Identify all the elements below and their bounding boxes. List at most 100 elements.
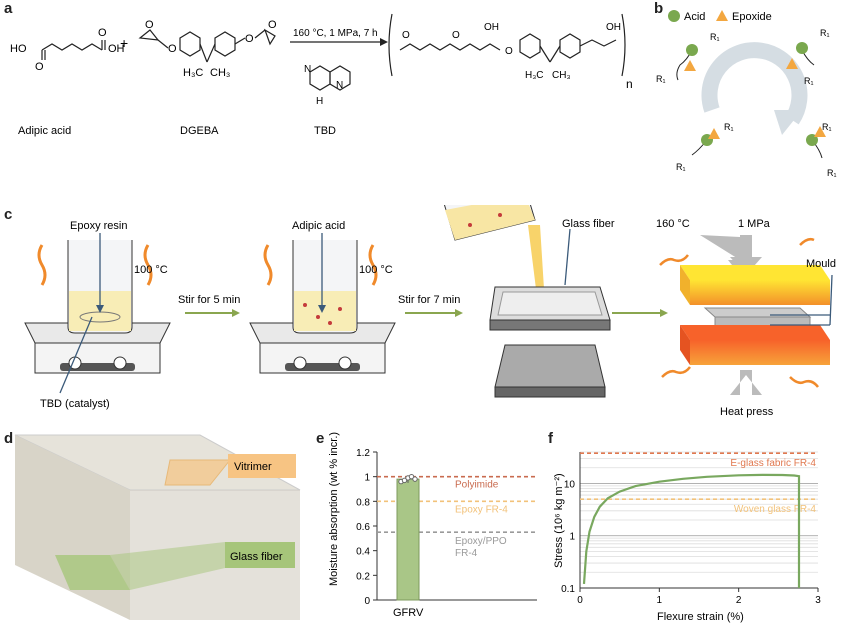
r1-label: R₁ — [804, 76, 814, 86]
label-tbd-catalyst: TBD (catalyst) — [40, 398, 110, 410]
reference-label: E-glass fabric FR-4 — [730, 458, 816, 469]
r1-label: R₁ — [676, 162, 686, 172]
exchange-cycle-diagram: Acid Epoxide R₁ R₁ R₁ R₁ R₁ R₁ R₁ R₁ — [656, 10, 837, 178]
y-tick-label: 10 — [564, 479, 576, 490]
series-line — [582, 473, 801, 588]
r1-label: R₁ — [827, 168, 837, 178]
atom-n-2: N — [336, 80, 343, 91]
acid-icon — [796, 42, 808, 54]
y-axis-label: Stress (10⁶ kg m⁻²) — [553, 473, 565, 568]
y-tick-label: 0.6 — [356, 522, 370, 533]
label-tbd: TBD — [314, 125, 336, 137]
bar — [396, 478, 420, 601]
r1-label: R₁ — [656, 74, 666, 84]
x-tick-label: 3 — [815, 595, 821, 606]
reaction-scheme: HO O O OH + O O H₃C CH₃ O O 160 °C, 1 MP… — [10, 13, 633, 137]
label-adipic-acid: Adipic acid — [18, 125, 71, 137]
atom-h3c: H₃C — [183, 67, 203, 79]
reference-label: Epoxy/PPO — [455, 536, 507, 547]
atom-oh: OH — [108, 43, 125, 55]
atom-ch3-2: CH₃ — [552, 70, 571, 81]
y-tick-label: 0.1 — [561, 584, 575, 595]
r1-label: R₁ — [724, 122, 734, 132]
r1-label: R₁ — [710, 32, 720, 42]
panel-label-e: e — [316, 430, 325, 447]
repeat-n: n — [626, 77, 633, 91]
y-tick-label: 1.2 — [356, 448, 370, 459]
label-heat-press: Heat press — [720, 406, 774, 418]
laminate-diagram: Vitrimer Glass fiber — [14, 434, 301, 620]
atom-oh-2: OH — [484, 22, 499, 33]
label-press-pressure: 1 MPa — [738, 218, 771, 230]
label-press-temp: 160 °C — [656, 218, 690, 230]
x-tick-label: 0 — [577, 595, 583, 606]
label-stir-5: Stir for 5 min — [178, 294, 240, 306]
x-axis-label: Flexure strain (%) — [657, 611, 744, 623]
data-point — [401, 477, 408, 484]
label-vitrimer: Vitrimer — [234, 461, 272, 473]
y-tick-label: 1 — [569, 532, 575, 543]
label-temp-1: 100 °C — [134, 264, 168, 276]
atom-h: H — [316, 96, 323, 107]
atom-o-6: O — [268, 19, 277, 31]
data-point — [408, 473, 415, 480]
label-epoxy-resin: Epoxy resin — [70, 220, 127, 232]
reference-label: Woven glass FR-4 — [734, 504, 817, 515]
atom-o-4: O — [168, 43, 177, 55]
atom-o-5: O — [245, 33, 254, 45]
x-tick-label: GFRV — [393, 607, 424, 619]
atom-ch3: CH₃ — [210, 67, 230, 79]
atom-n-1: N — [304, 64, 311, 75]
panel-label-a: a — [4, 0, 13, 17]
r1-label: R₁ — [822, 122, 832, 132]
reaction-conditions: 160 °C, 1 MPa, 7 h — [293, 28, 378, 39]
label-stir-7: Stir for 7 min — [398, 294, 460, 306]
x-tick-label: 2 — [736, 595, 742, 606]
process-diagram: Epoxy resin 100 °C TBD (catalyst) Stir f… — [24, 205, 836, 418]
epoxide-legend-icon — [716, 10, 728, 21]
plus-sign: + — [120, 35, 128, 51]
vitrimer-box — [228, 454, 296, 478]
atom-o-3: O — [145, 19, 154, 31]
atom-oh-3: OH — [606, 22, 621, 33]
panel-label-f: f — [548, 430, 553, 447]
y-tick-label: 1 — [364, 473, 370, 484]
atom-ho: HO — [10, 43, 27, 55]
atom-o-8: O — [452, 30, 460, 41]
x-tick-label: 1 — [657, 595, 663, 606]
label-mould: Mould — [806, 258, 836, 270]
epoxide-icon — [708, 128, 720, 139]
atom-o-9: O — [505, 46, 513, 57]
legend-epoxide: Epoxide — [732, 11, 772, 23]
panel-label-b: b — [654, 0, 664, 17]
glass-fiber-mould — [443, 205, 611, 398]
r1-label: R₁ — [820, 28, 830, 38]
panel-label-c: c — [4, 206, 13, 223]
panel-label-d: d — [4, 430, 14, 447]
epoxide-icon — [786, 58, 798, 69]
heat-press — [659, 235, 833, 395]
label-glass-fiber-c: Glass fiber — [562, 218, 615, 230]
acid-legend-icon — [668, 10, 680, 22]
reference-label: Polyimide — [455, 480, 499, 491]
reference-label: FR-4 — [455, 548, 478, 559]
label-dgeba: DGEBA — [180, 125, 219, 137]
hotplate-2 — [249, 233, 396, 374]
atom-h3c-2: H₃C — [525, 70, 544, 81]
y-axis-label: Moisture absorption (wt % incr.) — [328, 432, 340, 586]
epoxide-icon — [684, 60, 696, 71]
atom-o-2: O — [98, 27, 107, 39]
label-adipic-acid-c: Adipic acid — [292, 220, 345, 232]
y-tick-label: 0.2 — [356, 571, 370, 582]
legend-acid: Acid — [684, 11, 705, 23]
atom-o-1: O — [35, 61, 44, 73]
label-temp-2: 100 °C — [359, 264, 393, 276]
y-tick-label: 0.8 — [356, 497, 370, 508]
reference-label: Epoxy FR-4 — [455, 504, 508, 515]
cycle-arrow-icon — [701, 42, 808, 125]
glass-fiber-box — [225, 542, 295, 568]
y-tick-label: 0.4 — [356, 547, 370, 558]
hotplate-1 — [24, 233, 171, 394]
